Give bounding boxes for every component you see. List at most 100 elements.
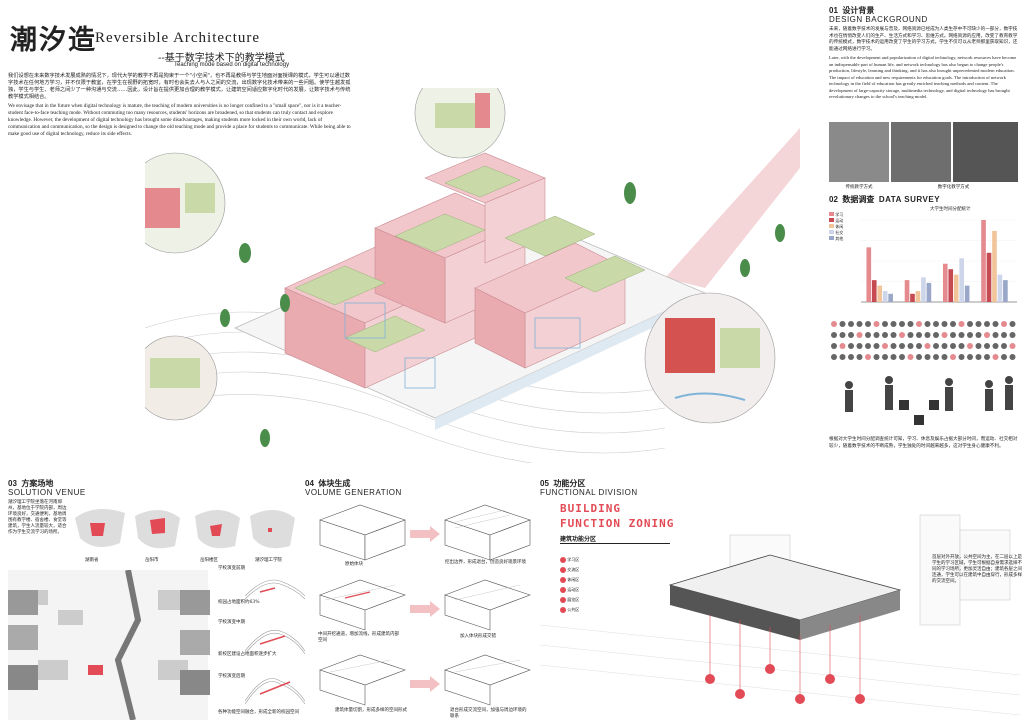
s03-en: SOLUTION VENUE	[8, 488, 86, 497]
trees	[220, 182, 785, 447]
zoning-title-2: FUNCTION ZONING	[560, 517, 675, 530]
evo-label-3: 学校演变中期	[218, 620, 245, 625]
dot	[865, 343, 871, 349]
dot	[984, 354, 990, 360]
bar	[953, 274, 959, 302]
dot	[856, 354, 863, 360]
dot	[848, 332, 854, 338]
location-maps	[75, 509, 295, 549]
zone-legend-item: 交流区	[560, 565, 615, 575]
dot	[958, 354, 965, 360]
detail-bubble-right	[644, 292, 776, 424]
vol-step-2: 挖出边界，形成退台，创造良好观景环境	[445, 560, 526, 565]
s03-heading: 03 方案场地	[8, 478, 53, 489]
intro-cn: 我们设想在未来数字技术发展成熟的情况下，现代大学的教学不再是狗束于一个"小空间"…	[8, 73, 351, 100]
dot	[831, 354, 837, 360]
dot	[958, 332, 965, 338]
s01-heading: 01 设计背景	[829, 5, 874, 16]
site-photo	[8, 625, 38, 650]
map-label-2: 岳阳楼区	[200, 558, 218, 563]
s05-num: 05	[540, 479, 549, 488]
dot	[975, 332, 982, 338]
volume-steps	[319, 504, 531, 706]
dot	[1001, 354, 1007, 360]
dot	[950, 321, 956, 327]
legend-item: 运动	[829, 218, 859, 224]
bar	[964, 285, 970, 302]
vol-step-5: 建筑体量切割，形成多样的空间形式	[335, 708, 407, 713]
dot	[873, 321, 880, 327]
evo-label-1: 学校演变前期	[218, 566, 245, 571]
bar	[959, 258, 965, 302]
dot	[933, 343, 939, 349]
dot	[890, 321, 897, 327]
dot	[941, 343, 948, 349]
s01-num: 01	[829, 6, 838, 15]
bar	[882, 291, 888, 302]
zoning-subtitle: 建筑功能分区	[560, 534, 670, 544]
dot	[899, 343, 905, 349]
s02-en: DATA SURVEY	[878, 195, 941, 204]
s04-heading: 04 体块生成	[305, 478, 350, 489]
dot	[941, 321, 948, 327]
s04-en: VOLUME GENERATION	[305, 488, 402, 497]
evo-label-5: 学校演变后期	[218, 674, 245, 679]
zone-legend-item: 学习区	[560, 555, 615, 565]
dot	[873, 354, 880, 360]
site-photo	[8, 590, 38, 615]
dot	[975, 321, 982, 327]
bar	[997, 274, 1003, 302]
dot	[950, 343, 956, 349]
bar	[986, 252, 992, 302]
intro-en: We envisage that in the future when digi…	[8, 103, 351, 137]
dot	[831, 343, 837, 349]
zoning-legend: 学习区 交流区 休闲区 运动区 展览区 公共区	[560, 555, 615, 615]
dot	[984, 321, 990, 327]
legend-item: 社交	[829, 230, 859, 236]
evo-label-4: 新校区建设占地面积逐步扩大	[218, 652, 277, 657]
dot	[950, 332, 956, 338]
dot	[848, 354, 854, 360]
evo-label-6: 各种功能空间融合，形成全新的校园空间	[218, 710, 299, 715]
dot	[967, 354, 973, 360]
dot	[992, 354, 999, 360]
dot	[839, 343, 846, 349]
s01-cap2: 数字化教学方式	[937, 185, 970, 190]
dot	[1009, 332, 1016, 338]
dot	[907, 332, 914, 338]
dot	[992, 343, 999, 349]
dot	[992, 332, 999, 338]
bar	[866, 247, 872, 302]
dot	[924, 354, 931, 360]
s02-heading: 02 数据调查 DATA SURVEY	[829, 194, 940, 205]
legend-item: 学习	[829, 212, 859, 218]
dot	[984, 343, 990, 349]
s02-text: 根据对大学生时间分配调查统计可知，学习、休息及娱乐占据大部分时间，而运动、社交相…	[829, 437, 1018, 449]
bar-chart-svg	[861, 219, 1017, 303]
s01-text-cn: 未来，随着数字技术的发展与普及，网络资源已经成为人类生存中不可缺少的一部分，数字…	[829, 27, 1018, 52]
detail-bubble-bottom-left	[145, 335, 218, 421]
s03-text: 潮汐理工学院坐落在河南郑州，基地位于学院内部，周边环境良好，交通便利，基地周围有…	[8, 500, 67, 535]
dot	[856, 332, 863, 338]
s02-legend: 学习 运动 休闲 社交 其他	[829, 212, 859, 242]
bar	[921, 277, 926, 302]
zone-legend-item: 公共区	[560, 605, 615, 615]
map-label-0: 湖南省	[85, 558, 99, 563]
dot	[984, 332, 990, 338]
zone-legend-item: 展览区	[560, 595, 615, 605]
dot	[899, 354, 905, 360]
dot	[873, 343, 880, 349]
bar	[904, 280, 910, 302]
zone-legend-item: 运动区	[560, 585, 615, 595]
zoning-axonometric	[540, 514, 1020, 716]
detail-bubble-top	[414, 88, 506, 159]
zoning-title-1: BUILDING	[560, 502, 621, 515]
s01-en: DESIGN BACKGROUND	[829, 15, 928, 24]
dot	[933, 321, 939, 327]
dot	[882, 332, 888, 338]
s04-cn: 体块生成	[318, 479, 351, 488]
s05-heading: 05 功能分区	[540, 478, 585, 489]
map-label-3: 潮汐理工学院	[255, 558, 282, 563]
vol-step-6: 退台形成交流空间，加强与周边环境的联系	[450, 708, 527, 719]
dot	[848, 321, 854, 327]
